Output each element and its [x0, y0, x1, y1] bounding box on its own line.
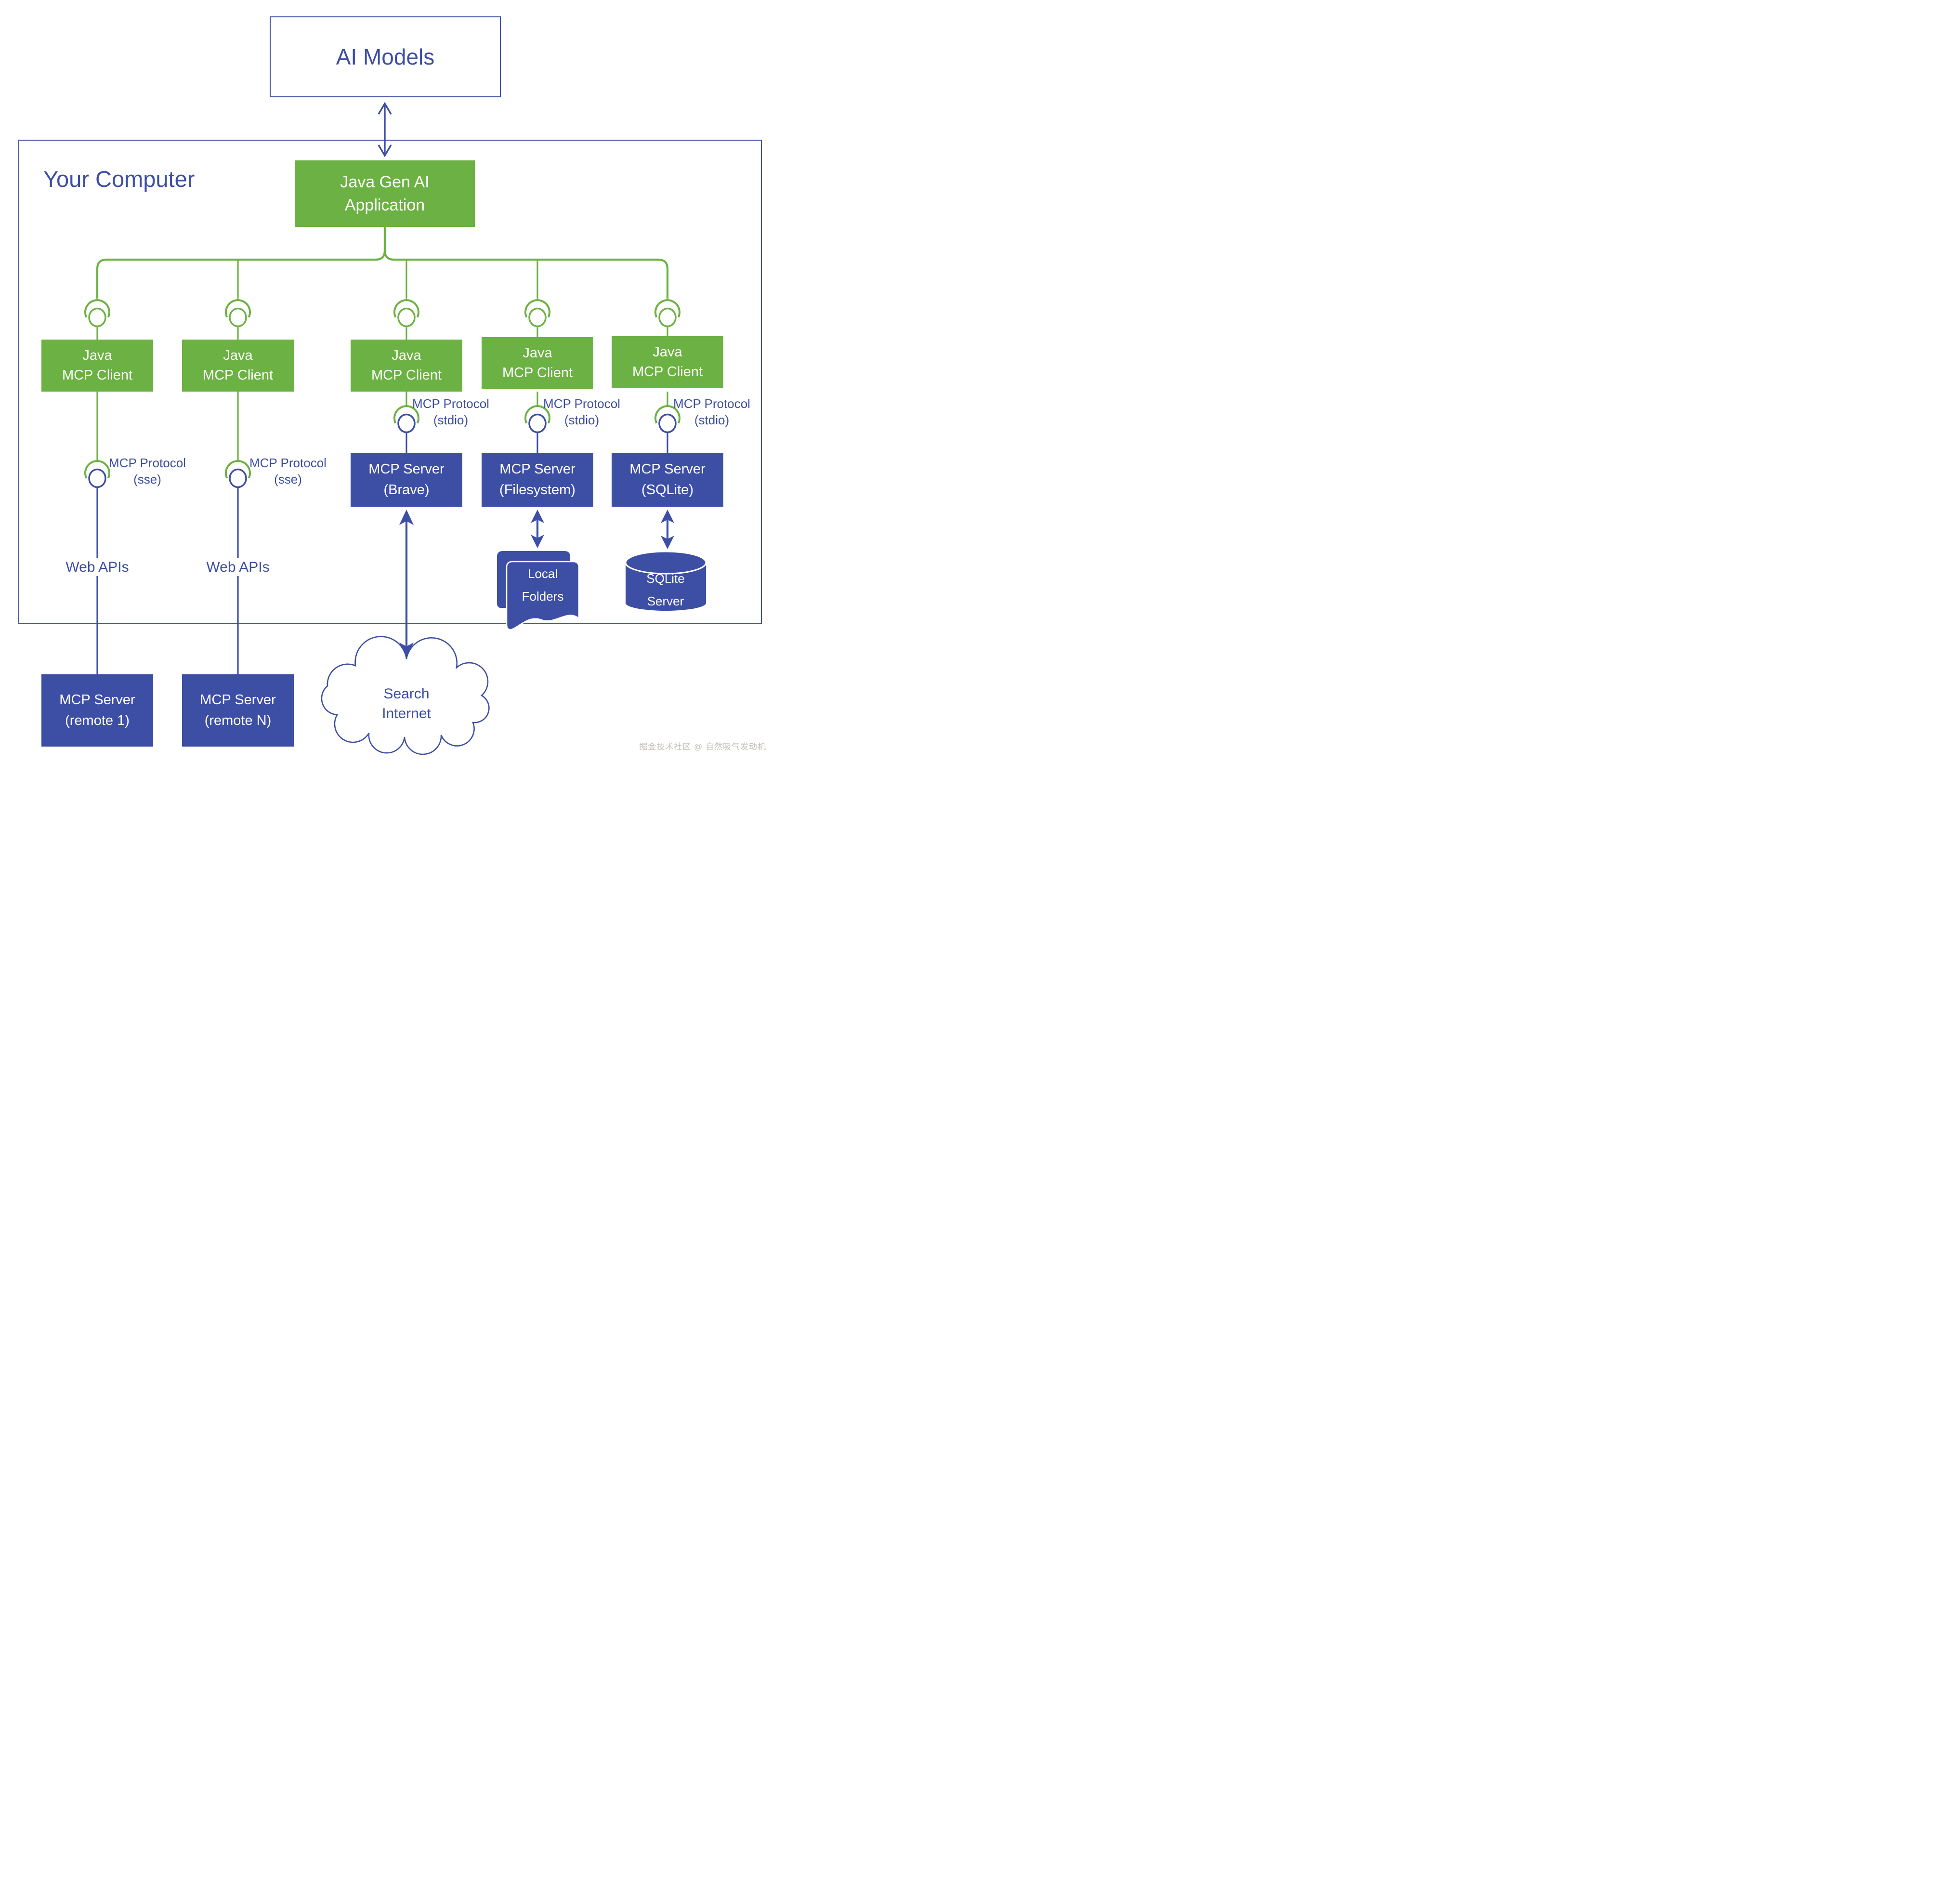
client4-line2: MCP Client — [502, 365, 573, 381]
client1-line1: Java — [82, 348, 112, 363]
your-computer-label: Your Computer — [43, 166, 195, 192]
mcp-connector-icon — [654, 299, 680, 328]
server-sqlite-line2: (SQLite) — [641, 482, 693, 498]
icon-server-stub-lines — [405, 432, 668, 453]
server-remote1-line2: (remote 1) — [65, 713, 130, 728]
ai-app-arrow-icon — [378, 102, 392, 158]
server-remote1-line1: MCP Server — [59, 692, 135, 708]
ai-models-box: AI Models — [270, 16, 501, 97]
protocol-label-sse-2: MCP Protocol (sse) — [240, 455, 336, 487]
mcp-server-sqlite-box: MCP Server (SQLite) — [612, 453, 723, 507]
sqlite-server-label: SQLite Server — [627, 567, 704, 613]
server-filesystem-line1: MCP Server — [499, 461, 576, 477]
mcp-connector-icon — [84, 460, 110, 488]
mcp-client-box-5: Java MCP Client — [612, 336, 723, 388]
web-apis-label-1: Web APIs — [65, 559, 129, 575]
double-arrow-icon — [661, 510, 674, 549]
server-brave-line2: (Brave) — [383, 482, 430, 498]
client5-line1: Java — [653, 344, 682, 360]
app-label-line1: Java Gen AI — [340, 173, 430, 191]
cloud-icon — [321, 636, 490, 755]
double-arrow-icon — [399, 510, 414, 658]
cloud-line1: Search — [383, 686, 430, 702]
sqlite-db-line2: Server — [647, 594, 684, 608]
server-filesystem-line2: (Filesystem) — [499, 482, 576, 498]
database-cylinder-icon — [625, 551, 707, 611]
protocol-label-stdio-3: MCP Protocol (stdio) — [664, 395, 760, 428]
protocol-sse-2-line2: (sse) — [274, 472, 302, 486]
web-apis-label-2: Web APIs — [206, 559, 270, 575]
client2-line1: Java — [223, 348, 253, 363]
protocol-label-stdio-2: MCP Protocol (stdio) — [534, 395, 630, 428]
java-gen-ai-app-box: Java Gen AI Application — [295, 160, 475, 227]
mcp-connector-icon — [225, 460, 251, 488]
client2-line2: MCP Client — [202, 368, 274, 383]
sqlite-db-line1: SQLite — [646, 571, 685, 586]
folders-line1: Local — [527, 566, 558, 581]
mcp-server-filesystem-box: MCP Server (Filesystem) — [482, 453, 593, 507]
mcp-connector-icon — [84, 299, 110, 328]
client5-line2: MCP Client — [632, 364, 703, 380]
protocol-sse-1-line1: MCP Protocol — [109, 456, 186, 470]
mcp-server-remote1-box: MCP Server (remote 1) — [41, 674, 153, 747]
local-folders-label: Local Folders — [504, 563, 581, 608]
watermark-text: 掘金技术社区 @ 自然吸气发动机 — [639, 742, 766, 751]
app-label-line2: Application — [344, 196, 425, 214]
protocol-label-sse-1: MCP Protocol (sse) — [99, 455, 196, 487]
client3-line2: MCP Client — [371, 368, 442, 383]
client3-line1: Java — [392, 348, 421, 363]
client1-line2: MCP Client — [62, 368, 133, 383]
mcp-connector-icon — [524, 405, 550, 433]
search-internet-label: Search Internet — [358, 684, 455, 723]
protocol-stdio-2-line2: (stdio) — [564, 413, 600, 427]
mcp-client-box-1: Java MCP Client — [41, 340, 153, 392]
protocol-stdio-3-line2: (stdio) — [694, 413, 730, 427]
mcp-connector-icon — [393, 299, 419, 328]
folders-line2: Folders — [522, 589, 564, 604]
protocol-stdio-3-line1: MCP Protocol — [673, 396, 750, 411]
double-arrow-icon — [531, 510, 544, 548]
protocol-stdio-2-line1: MCP Protocol — [543, 396, 620, 411]
mcp-connector-icon — [225, 299, 251, 328]
protocol-sse-1-line2: (sse) — [133, 472, 161, 486]
diagram-canvas: AI Models Your Computer Java Gen AI Appl… — [0, 0, 780, 762]
cloud-line2: Internet — [382, 706, 431, 722]
ai-models-label: AI Models — [336, 44, 435, 69]
local-folders-icon — [497, 551, 580, 630]
diagram-lines-layer — [84, 102, 707, 755]
mcp-server-brave-box: MCP Server (Brave) — [351, 453, 462, 507]
server-brave-line1: MCP Server — [368, 461, 445, 477]
mcp-client-box-2: Java MCP Client — [182, 340, 294, 392]
tree-connector-lines — [96, 227, 669, 299]
mcp-server-remoteN-box: MCP Server (remote N) — [182, 674, 294, 747]
protocol-sse-2-line1: MCP Protocol — [249, 456, 327, 470]
server-sqlite-line1: MCP Server — [629, 461, 706, 477]
mcp-client-box-4: Java MCP Client — [482, 337, 593, 389]
client4-line1: Java — [523, 345, 552, 361]
protocol-label-stdio-1: MCP Protocol (stdio) — [403, 395, 499, 428]
server-remoteN-line1: MCP Server — [200, 692, 276, 708]
web-api-lines — [96, 487, 239, 675]
server-remoteN-line2: (remote N) — [204, 713, 272, 728]
mcp-client-box-3: Java MCP Client — [351, 340, 462, 392]
mcp-connector-icon — [524, 299, 550, 328]
protocol-stdio-1-line2: (stdio) — [433, 413, 469, 427]
protocol-stdio-1-line1: MCP Protocol — [412, 396, 489, 411]
